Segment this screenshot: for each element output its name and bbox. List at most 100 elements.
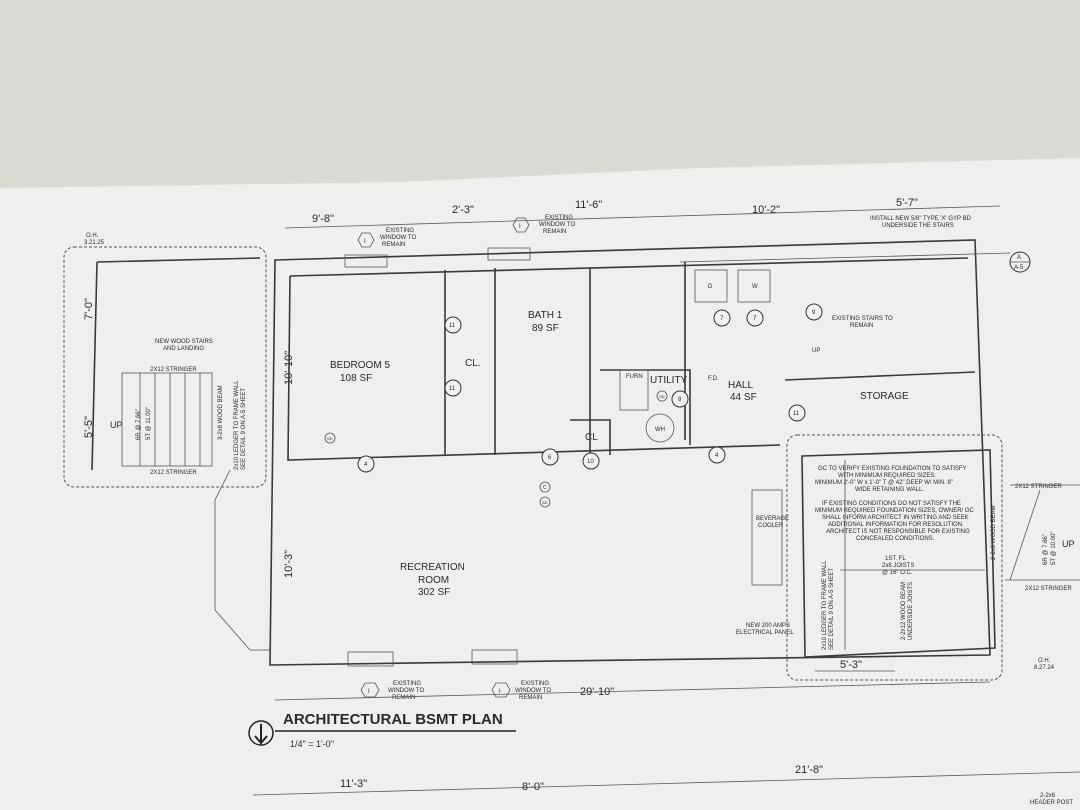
joists-note-2: 2x8 JOISTS	[882, 563, 914, 569]
room-closet: CL.	[465, 358, 481, 369]
dim-stair-5-5: 5'-5"	[83, 416, 95, 438]
smoke-detector-utility: SD	[659, 394, 665, 399]
dim-main-10-3: 10'-3"	[283, 550, 295, 578]
door-tag-number: 7	[720, 316, 724, 322]
revision-left-2: 3.21.25	[84, 240, 105, 246]
ledger-right-2: SEE DETAIL 9 ON A-5 SHEET	[829, 568, 835, 650]
door-tag: 8	[671, 390, 689, 408]
smoke-detector-rec: SD	[542, 500, 548, 505]
furnace-label: FURN	[626, 374, 643, 380]
stringer-label-top: 2X12 STRINGER	[150, 367, 197, 373]
window-bottom-1: I EXISTING WINDOW TO REMAIN	[347, 651, 424, 701]
revision-right-2: 8.27.24	[1034, 665, 1055, 671]
beam-mid-1: 2-2x12 WOOD BEAM	[901, 582, 907, 640]
revision-right-1: O.H.	[1038, 658, 1051, 664]
window-note: EXISTING	[545, 215, 573, 221]
window-tag: I	[368, 689, 370, 695]
window-tag: I	[499, 689, 501, 695]
gc-note-line: MINIMUM REQUIRED FOUNDATION SIZES, OWNER…	[815, 508, 975, 514]
beam-right: 2-2x8 WOOD BEAM	[991, 505, 997, 560]
risers-right: 6R @ 7.66"	[1043, 534, 1049, 565]
windows: I EXISTING WINDOW TO REMAIN I EXISTING W…	[344, 215, 575, 701]
window-note: WINDOW TO	[388, 688, 424, 694]
room-bedroom-5-area: 108 SF	[340, 373, 372, 384]
stringer-right-bottom: 2X12 STRINGER	[1025, 586, 1072, 592]
door-tag-number: 11	[449, 386, 456, 392]
room-bath-1: BATH 1	[528, 310, 563, 321]
window-top-2: I EXISTING WINDOW TO REMAIN	[487, 215, 575, 261]
post-note-1: 2-2x6	[1040, 793, 1056, 799]
window-note: REMAIN	[519, 695, 542, 701]
window-top-1: I EXISTING WINDOW TO REMAIN	[344, 228, 416, 268]
door-tag: 4	[708, 446, 726, 464]
section-marker-top: A	[1017, 255, 1021, 261]
door-tag: 11	[444, 379, 462, 397]
window-tag: I	[519, 224, 521, 230]
ledger-right-1: 2x10 LEDGER TO FRAME WALL	[822, 560, 828, 650]
door-tag-number: 11	[449, 323, 456, 329]
door-tag: 10	[582, 452, 600, 470]
gc-note-line: ADDITIONAL INFORMATION FOR RESOLUTION.	[828, 522, 964, 528]
treads-left: 5T @ 11.00"	[146, 407, 152, 440]
door-tag: 7	[713, 309, 731, 327]
gc-note-line: CONCEALED CONDITIONS.	[856, 536, 935, 542]
window-note: REMAIN	[543, 229, 566, 235]
door-tag: 9	[805, 303, 823, 321]
gc-note-line: ARCHITECT IS NOT RESPONSIBLE FOR EXISTIN…	[826, 529, 970, 535]
north-arrow-icon	[248, 720, 274, 746]
post-note-2: HEADER POST	[1030, 800, 1073, 806]
room-hall-area: 44 SF	[730, 392, 757, 403]
door-tag-number: 8	[678, 397, 682, 403]
ledger-left-2: SEE DETAIL 9 ON A-5 SHEET	[241, 388, 247, 470]
door-tag-number: 9	[812, 310, 816, 316]
lower-plan-dimensions: 11'-3" 8'-0" 21'-8" 2-2x6 HEADER POST	[252, 764, 1080, 806]
smoke-detector-bedroom: SD	[327, 436, 333, 441]
revision-left-1: O.H.	[86, 233, 99, 239]
dim-lower-11-3: 11'-3"	[340, 778, 367, 790]
dryer-label: D	[708, 284, 713, 290]
dim-5-3: 5'-3"	[840, 659, 862, 671]
gyp-note-2: UNDERSIDE THE STAIRS	[882, 223, 954, 229]
window-note: EXISTING	[386, 228, 414, 234]
section-marker-bottom: A-5	[1014, 265, 1024, 271]
dim-stair-7-0: 7'-0"	[83, 298, 95, 320]
panel-label-1: NEW 200 AMPS	[746, 623, 790, 629]
room-recreation: RECREATION	[400, 562, 465, 573]
room-cl: CL	[585, 432, 598, 443]
joists-note-1: 1ST. FL	[885, 556, 906, 562]
treads-right: 5T @ 10.00"	[1051, 532, 1057, 565]
door-tag-number: 10	[587, 459, 594, 465]
window-note: WINDOW TO	[539, 222, 575, 228]
dim-main-10-10: 10'-10"	[283, 351, 295, 385]
up-label-right: UP	[1062, 539, 1075, 549]
floor-drain-label: F.D.	[708, 376, 719, 382]
beam-mid-2: UNDERSIDE JOISTS	[908, 582, 914, 640]
window-note: WINDOW TO	[380, 235, 416, 241]
washer-label: W	[752, 284, 758, 290]
existing-stairs-note-1: EXISTING STAIRS TO	[832, 316, 893, 322]
dim-top-1: 9'-8"	[312, 213, 334, 225]
room-bath-1-area: 89 SF	[532, 323, 559, 334]
room-bedroom-5: BEDROOM 5	[330, 360, 390, 371]
top-dimension-string: 9'-8" 2'-3" 11'-6" 10'-2" 5'-7"	[284, 197, 1001, 229]
door-tag-number: 6	[548, 455, 552, 461]
window-note: EXISTING	[393, 681, 421, 687]
gc-note-line: WIDE RETAINING WALL.	[855, 487, 924, 493]
window-note: WINDOW TO	[515, 688, 551, 694]
section-marker: A A-5	[1009, 251, 1031, 273]
dim-top-2: 2'-3"	[452, 204, 474, 216]
joists-note-3: @ 16" O.C.	[882, 570, 913, 576]
stringer-label-bottom: 2X12 STRINGER	[150, 470, 197, 476]
up-label-existing: UP	[812, 348, 820, 354]
dim-bottom-29-10: 29'-10"	[580, 686, 614, 698]
drawing-title: ARCHITECTURAL BSMT PLAN	[283, 711, 503, 728]
right-addition: GC TO VERIFY EXISTING FOUNDATION TO SATI…	[786, 434, 1080, 681]
gyp-note-1: INSTALL NEW 5/8" TYPE 'X' GYP BD	[870, 216, 972, 222]
cooler-label-2: COOLER	[758, 523, 784, 529]
room-utility: UTILITY	[650, 375, 688, 386]
water-heater-label: WH	[655, 427, 665, 433]
ledger-left-1: 2x10 LEDGER TO FRAME WALL	[234, 380, 240, 470]
existing-stairs-notes: INSTALL NEW 5/8" TYPE 'X' GYP BD UNDERSI…	[679, 216, 1031, 354]
main-walls: 10'-10" 10'-3"	[214, 239, 991, 666]
